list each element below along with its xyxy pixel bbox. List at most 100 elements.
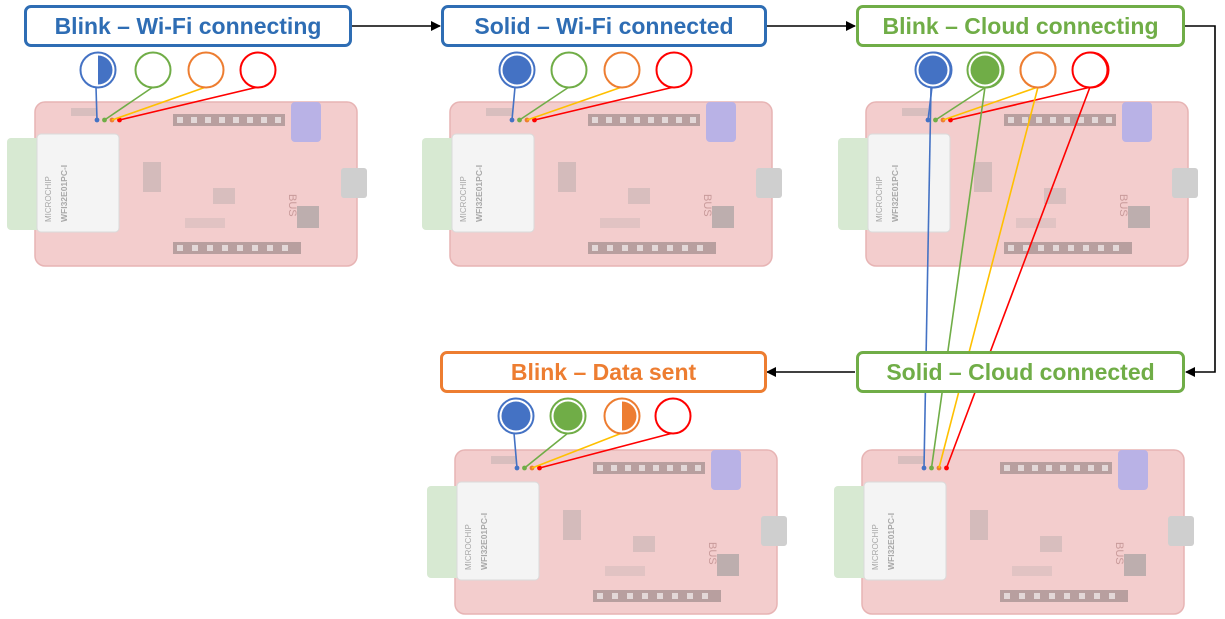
module-brand-text: MICROCHIP [459, 176, 468, 222]
header-pin [191, 117, 197, 123]
component [1012, 566, 1052, 576]
mikrobus-area [711, 450, 741, 490]
header-pin [1019, 593, 1025, 599]
header-pin [267, 245, 273, 251]
led-indicator-orange [1019, 51, 1057, 89]
header-pin [642, 593, 648, 599]
usb-connector [756, 168, 782, 198]
led-indicator-blue [497, 397, 535, 435]
usb-connector [1172, 168, 1198, 198]
module-part-text: WFI32E01PC-I [59, 165, 69, 222]
module-brand-text: MICROCHIP [875, 176, 884, 222]
module-brand-text: MICROCHIP [464, 524, 473, 570]
header-pin [1092, 117, 1098, 123]
chip [974, 162, 992, 192]
chip [563, 510, 581, 540]
header-pin [1004, 593, 1010, 599]
header-pin [177, 117, 183, 123]
header-pin [625, 465, 631, 471]
header-pin [247, 117, 253, 123]
arrow-cloud-connecting-to-connected [1185, 25, 1216, 377]
led-indicator-green [550, 51, 588, 89]
led-indicator-green [549, 397, 587, 435]
led-trace-green [104, 86, 154, 121]
component [902, 108, 928, 116]
module-part-text: WFI32E01PC-I [886, 513, 896, 570]
led-indicator-red [239, 51, 277, 89]
pin-header-top [173, 114, 285, 126]
bus-mark: BUS [1113, 542, 1125, 565]
header-pin [205, 117, 211, 123]
header-pin [1102, 465, 1108, 471]
header-pin [1068, 245, 1074, 251]
header-pin [1109, 593, 1115, 599]
led-trace-orange [942, 86, 1039, 121]
header-pin [657, 593, 663, 599]
component [185, 218, 225, 228]
header-pin [1008, 117, 1014, 123]
header-pin [607, 245, 613, 251]
header-pin [611, 465, 617, 471]
header-pin [1113, 245, 1119, 251]
header-pin [1038, 245, 1044, 251]
led-trace-red [539, 432, 674, 469]
header-pin [261, 117, 267, 123]
pin-header-top [1000, 462, 1112, 474]
led-trace-orange [938, 86, 1039, 469]
header-pin [672, 593, 678, 599]
header-pin [592, 117, 598, 123]
led-indicator-blue [914, 51, 952, 89]
header-pin [275, 117, 281, 123]
wifi-module [451, 133, 535, 233]
header-pin [1050, 117, 1056, 123]
module-brand-text: MICROCHIP [871, 524, 880, 570]
header-pin [282, 245, 288, 251]
header-pin [682, 245, 688, 251]
header-pin [652, 245, 658, 251]
header-pin [1008, 245, 1014, 251]
header-pin [620, 117, 626, 123]
module-brand-text: MICROCHIP [44, 176, 53, 222]
led-indicator-green [134, 51, 172, 89]
header-pin [676, 117, 682, 123]
header-pin [1083, 245, 1089, 251]
led-trace-red [945, 86, 1091, 469]
led-trace-green [935, 86, 987, 121]
component [1016, 218, 1056, 228]
led-indicator-blue [498, 51, 536, 89]
chip [970, 510, 988, 540]
usb-connector [1168, 516, 1194, 546]
module-part-text: WFI32E01PC-I [474, 165, 484, 222]
header-pin [592, 245, 598, 251]
wifi-module [456, 481, 540, 581]
header-pin [653, 465, 659, 471]
header-pin [690, 117, 696, 123]
header-pin [681, 465, 687, 471]
header-pin [1034, 593, 1040, 599]
header-pin [597, 465, 603, 471]
usb-connector [761, 516, 787, 546]
header-pin [1098, 245, 1104, 251]
chip [628, 188, 650, 204]
header-pin [697, 245, 703, 251]
bus-mark: BUS [1117, 194, 1129, 217]
header-pin [622, 245, 628, 251]
led-trace-green [523, 432, 569, 469]
header-pin [1074, 465, 1080, 471]
mikrobus-area [706, 102, 736, 142]
header-pin [1022, 117, 1028, 123]
chip [213, 188, 235, 204]
component [486, 108, 512, 116]
component [600, 218, 640, 228]
wifi-module [863, 481, 947, 581]
state-label: Blink – Cloud connecting [856, 5, 1185, 47]
led-trace-red [950, 86, 1092, 121]
header-pin [177, 245, 183, 251]
state-label: Blink – Data sent [440, 351, 767, 393]
chip [712, 206, 734, 228]
header-pin [662, 117, 668, 123]
